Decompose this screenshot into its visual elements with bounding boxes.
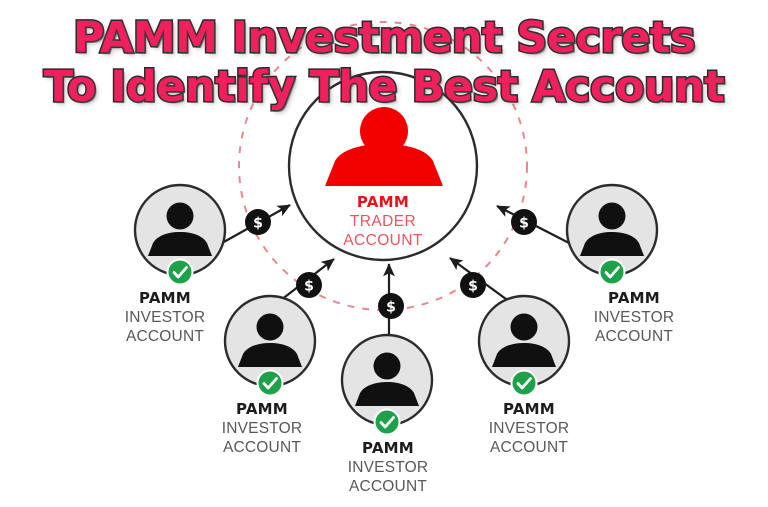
investor-node-bottom-center[interactable]: [340, 333, 434, 436]
check-badge: [256, 369, 284, 397]
check-badge: [166, 258, 194, 286]
money-badge-symbol: $: [468, 279, 478, 295]
person-icon: [580, 202, 644, 256]
money-badge-5[interactable]: $: [511, 209, 537, 235]
money-badge-2[interactable]: $: [296, 272, 322, 298]
money-badge-symbol: $: [386, 300, 396, 316]
check-badge: [373, 408, 401, 436]
investor-node-left-outer[interactable]: [133, 183, 227, 286]
investor-node-left-inner[interactable]: [223, 294, 317, 397]
person-icon: [238, 313, 302, 367]
money-badge-symbol: $: [253, 216, 263, 232]
person-icon: [148, 202, 212, 256]
investor-node-right-inner[interactable]: [477, 294, 571, 397]
money-badge-4[interactable]: $: [460, 272, 486, 298]
money-badge-symbol: $: [519, 216, 529, 232]
money-badge-1[interactable]: $: [245, 209, 271, 235]
check-badge: [598, 258, 626, 286]
check-badge: [510, 369, 538, 397]
money-badge-symbol: $: [304, 279, 314, 295]
center-trader-node[interactable]: [287, 70, 479, 262]
person-icon: [492, 313, 556, 367]
money-badge-3[interactable]: $: [378, 293, 404, 319]
investor-node-right-outer[interactable]: [565, 183, 659, 286]
person-icon: [355, 352, 419, 406]
person-icon: [325, 107, 443, 186]
